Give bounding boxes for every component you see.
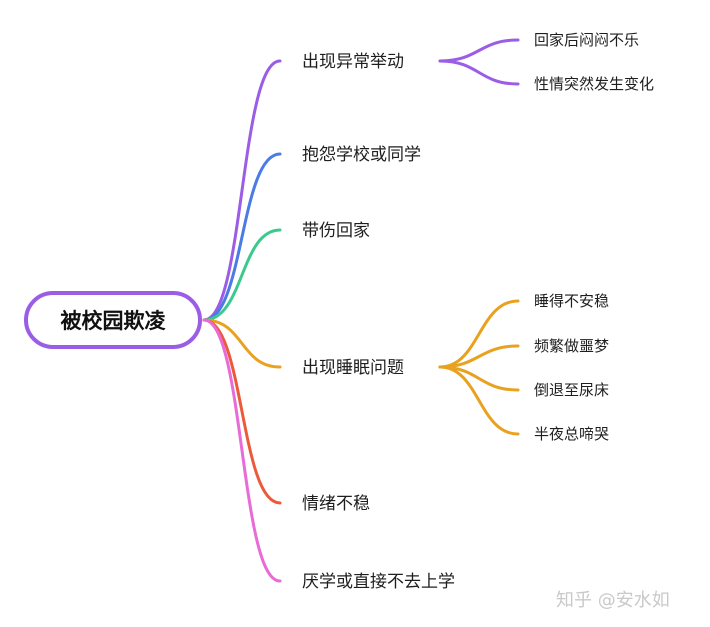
leaf-nightmares[interactable]: 频繁做噩梦 xyxy=(534,337,610,355)
leaf-sudden-temper-change[interactable]: 性情突然发生变化 xyxy=(534,75,655,93)
branch-unstable-mood[interactable]: 情绪不稳 xyxy=(302,494,370,514)
leaf-night-crying[interactable]: 半夜总啼哭 xyxy=(534,425,610,443)
connector-branch-3 xyxy=(202,318,282,369)
connector-branch-1 xyxy=(202,152,282,322)
branch-complain-school[interactable]: 抱怨学校或同学 xyxy=(302,145,421,165)
leaf-bedwetting[interactable]: 倒退至尿床 xyxy=(534,381,610,399)
leaf-unhappy-after-school[interactable]: 回家后闷闷不乐 xyxy=(534,31,640,49)
branch-sleep-problems[interactable]: 出现睡眠问题 xyxy=(302,358,404,378)
branch-school-refusal[interactable]: 厌学或直接不去上学 xyxy=(302,572,455,592)
watermark: 知乎 @安水如 xyxy=(556,590,670,611)
connector-branch-4 xyxy=(202,318,282,505)
connector-leaf-3-0 xyxy=(438,299,520,369)
connector-leaf-3-3 xyxy=(438,365,520,436)
connector-leaf-0-0 xyxy=(438,38,520,63)
connector-branch-5 xyxy=(202,318,282,583)
connector-branch-0 xyxy=(202,59,282,322)
root-node[interactable]: 被校园欺凌 xyxy=(24,291,202,349)
branch-abnormal-behavior[interactable]: 出现异常举动 xyxy=(302,52,404,72)
branch-injured-home[interactable]: 带伤回家 xyxy=(302,221,370,241)
connector-branch-2 xyxy=(202,228,282,322)
connector-leaf-0-1 xyxy=(438,59,520,86)
leaf-restless-sleep[interactable]: 睡得不安稳 xyxy=(534,292,610,310)
